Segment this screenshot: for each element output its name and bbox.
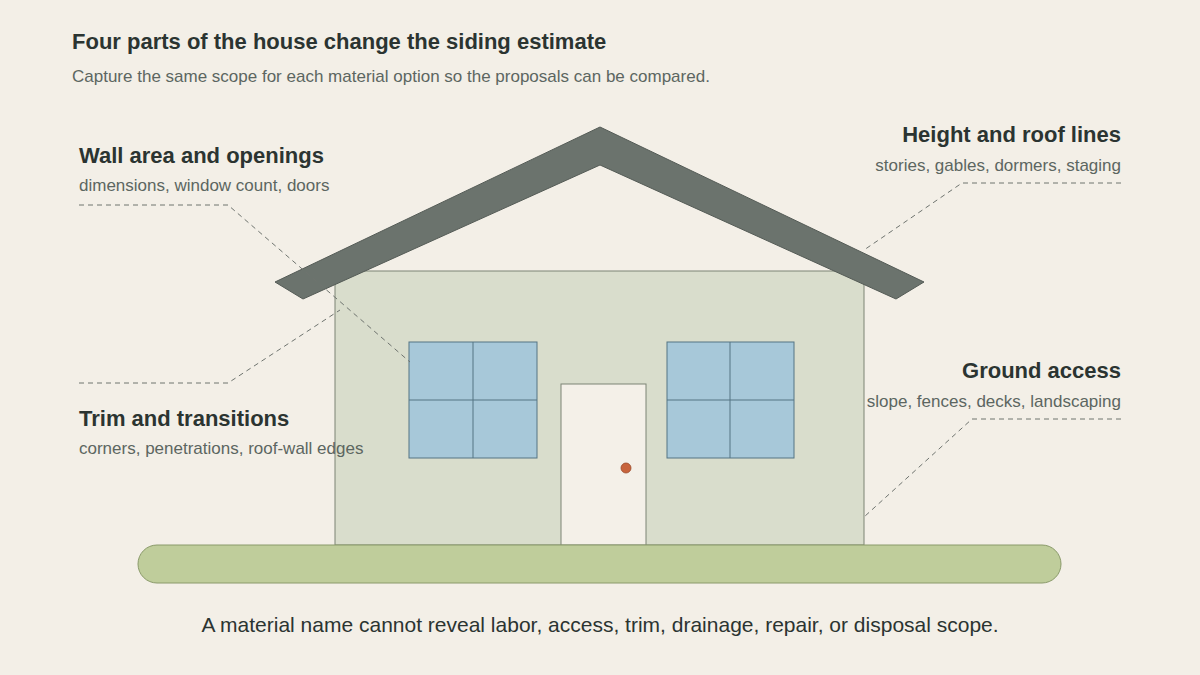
callout-heading: Height and roof lines [761,122,1121,148]
leader-line [864,419,1121,517]
callout-detail: corners, penetrations, roof-wall edges [79,439,499,459]
leader-line [79,205,410,362]
callout-detail: dimensions, window count, doors [79,176,439,196]
window-pane [409,342,537,458]
callout-heading: Ground access [741,358,1121,384]
diagram-caption: A material name cannot reveal labor, acc… [50,612,1150,637]
ground [138,545,1061,583]
callout-detail: stories, gables, dormers, staging [761,156,1121,176]
roof [275,127,924,299]
left-window [409,342,537,458]
house-wall [335,271,864,545]
leader-line [864,183,1121,250]
door [561,384,646,545]
window-pane [667,342,794,458]
leader-line [79,310,340,383]
subtitle: Capture the same scope for each material… [72,67,972,87]
diagram-title: Four parts of the house change the sidin… [72,29,972,55]
callout-detail: slope, fences, decks, landscaping [741,392,1121,412]
window-mullion [409,400,537,401]
door-knob [621,463,631,473]
callout-heading: Trim and transitions [79,406,499,432]
window-mullion [667,400,794,401]
right-window [667,342,794,458]
callout-heading: Wall area and openings [79,143,439,169]
